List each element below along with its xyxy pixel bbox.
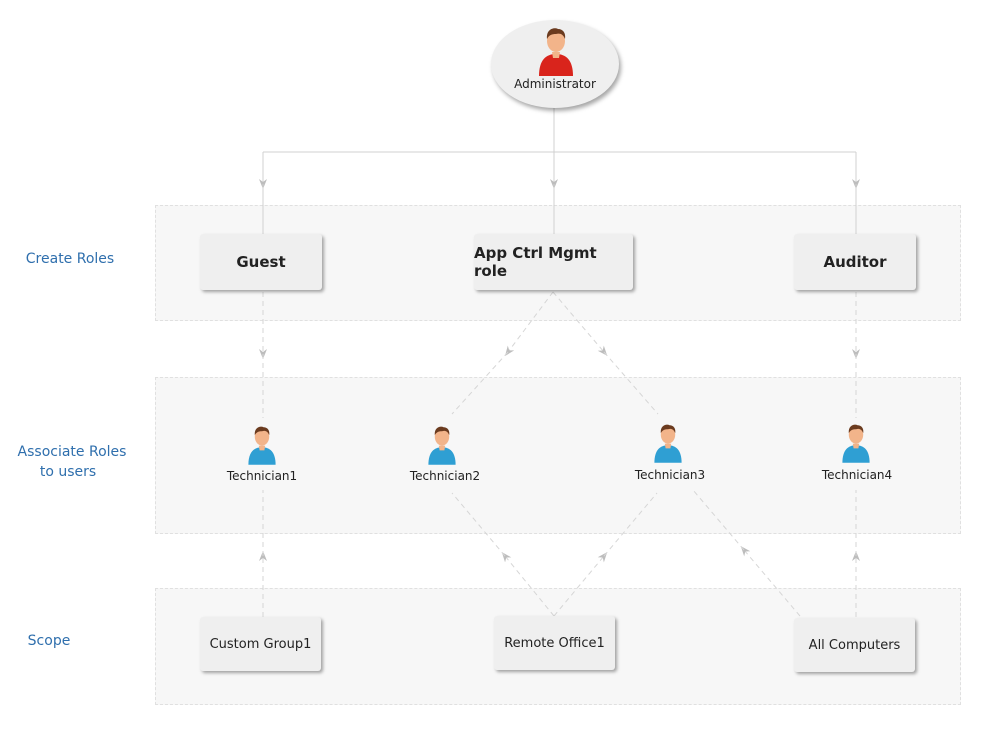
row-label-associate-line1: Associate Roles	[17, 444, 127, 460]
technician2-user-icon	[428, 426, 456, 465]
arrow-appctrl-to-tech2	[505, 291, 554, 356]
technician3-label: Technician3	[634, 468, 706, 482]
technician4-label: Technician4	[821, 468, 893, 482]
row-label-associate-line2: to users	[39, 464, 97, 480]
arrow-all-computers-to-tech3	[740, 546, 801, 617]
technician4-user-icon	[842, 424, 870, 463]
scope-remote-office1-label: Remote Office1	[504, 635, 605, 651]
row-label-scope: Scope	[27, 633, 71, 649]
arrow-remote-office-to-tech3	[553, 552, 608, 617]
role-app-ctrl-mgmt[interactable]: App Ctrl Mgmt role	[474, 234, 633, 290]
role-guest-label: Guest	[236, 253, 286, 271]
scope-remote-office1[interactable]: Remote Office1	[494, 616, 615, 670]
scope-custom-group1-label: Custom Group1	[209, 636, 312, 652]
technician2-label: Technician2	[409, 469, 481, 483]
role-guest[interactable]: Guest	[200, 234, 322, 290]
administrator-label: Administrator	[514, 77, 596, 91]
arrow-remote-office-to-tech2	[501, 552, 555, 617]
scope-custom-group1[interactable]: Custom Group1	[200, 617, 321, 671]
scope-all-computers-label: All Computers	[808, 637, 901, 653]
admin-user-icon	[539, 28, 573, 76]
row-label-associate-roles: Associate Roles to users	[12, 442, 132, 482]
role-auditor[interactable]: Auditor	[794, 234, 916, 290]
technician3-user-icon	[654, 424, 682, 463]
arrow-appctrl-to-tech3	[552, 291, 608, 356]
role-auditor-label: Auditor	[823, 253, 887, 271]
administrator-node: Administrator	[491, 20, 619, 108]
row-label-create-roles: Create Roles	[25, 251, 115, 267]
role-app-ctrl-mgmt-label: App Ctrl Mgmt role	[474, 244, 597, 280]
technician1-label: Technician1	[226, 469, 298, 483]
technician1-user-icon	[248, 426, 276, 465]
associate-roles-band	[155, 377, 961, 534]
scope-all-computers[interactable]: All Computers	[794, 618, 915, 672]
